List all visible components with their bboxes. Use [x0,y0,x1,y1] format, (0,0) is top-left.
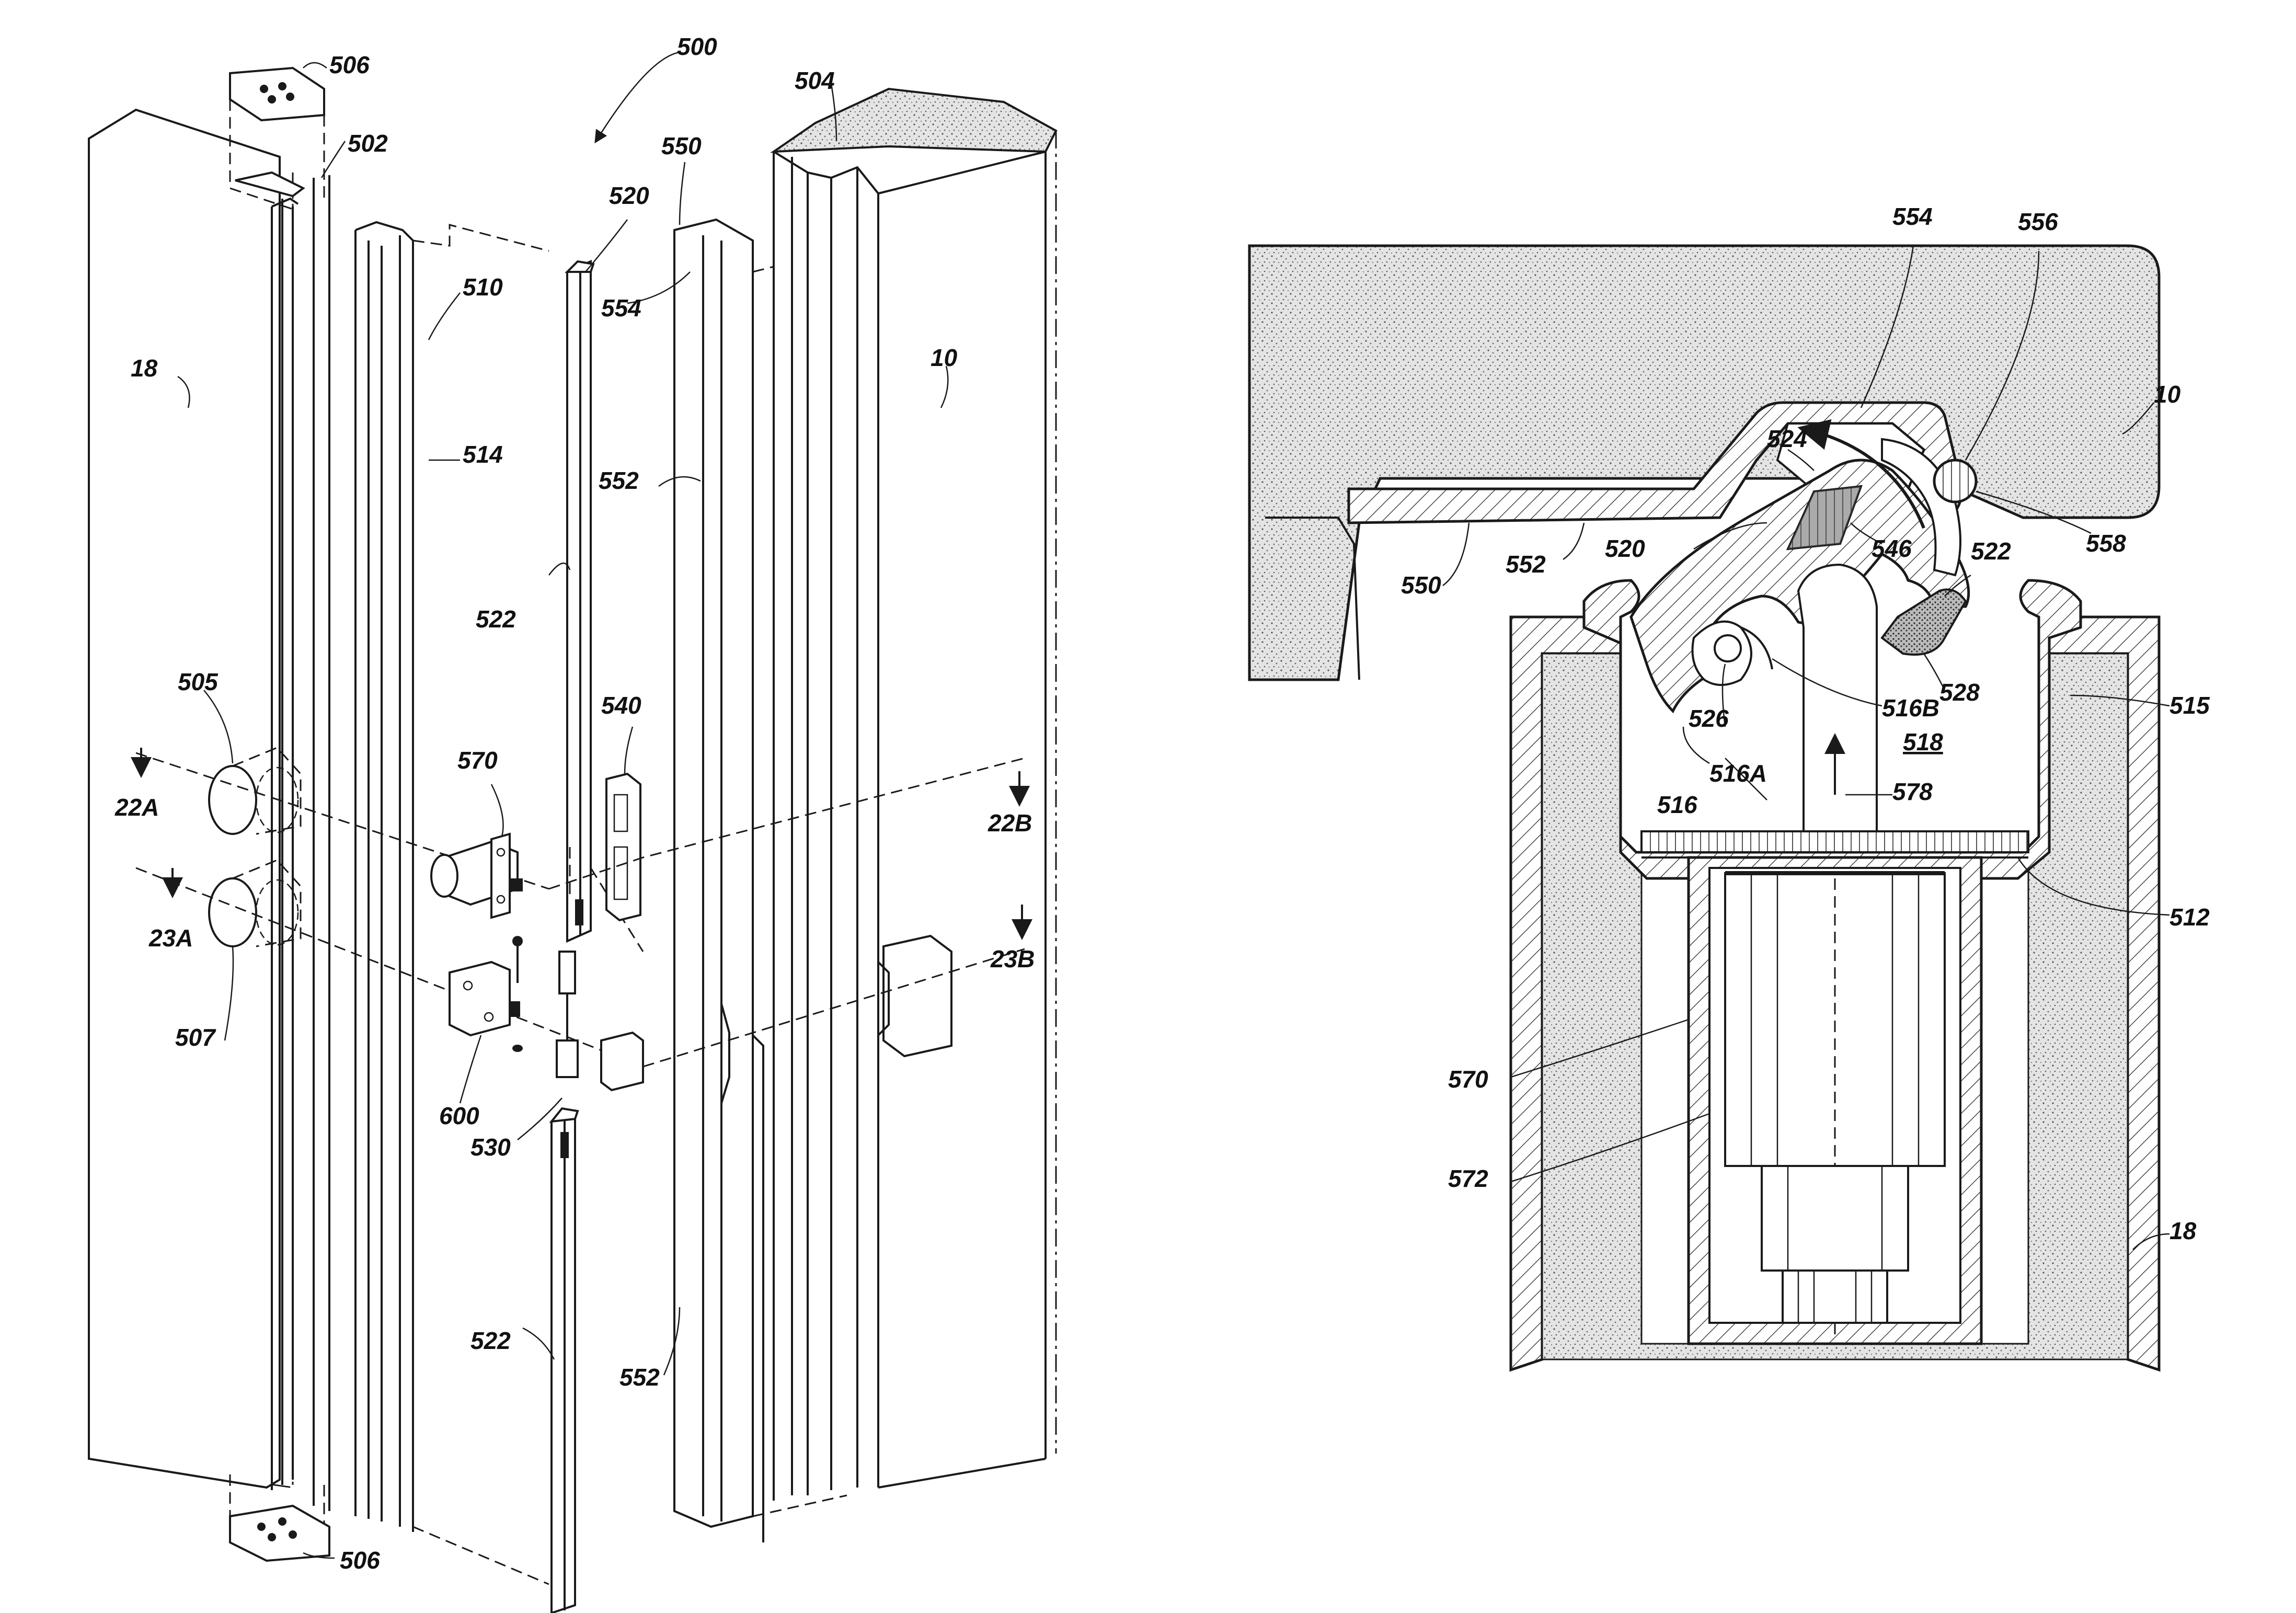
plate-540 [606,774,640,920]
plunger-578 [1798,565,1877,837]
label-r516b: 516B [1882,694,1939,722]
cross-section-view: 554 556 10 524 558 550 552 520 546 522 5… [1249,203,2210,1370]
label-r515: 515 [2169,692,2210,719]
label-505: 505 [178,668,219,695]
label-22b: 22B [988,809,1032,837]
rod-530 [557,952,643,1090]
label-23a: 23A [148,924,193,952]
label-r554: 554 [1892,203,1933,230]
label-514: 514 [463,441,503,468]
label-r526: 526 [1689,705,1729,732]
label-r572: 572 [1448,1165,1488,1192]
label-506-bottom: 506 [340,1547,380,1574]
label-r528: 528 [1939,679,1980,706]
label-520: 520 [609,182,649,209]
label-r550: 550 [1401,571,1441,599]
label-r10: 10 [2154,381,2181,408]
label-504: 504 [795,67,835,94]
label-507: 507 [175,1024,216,1051]
label-r516: 516 [1657,791,1697,818]
label-522-bottom: 522 [470,1327,511,1354]
label-570: 570 [457,747,498,774]
label-r522: 522 [1971,537,2011,565]
label-r546: 546 [1872,535,1912,562]
seal-522-bottom [552,1108,578,1613]
label-506-top: 506 [329,51,370,78]
seal-528 [1882,590,1966,655]
label-r18: 18 [2169,1217,2197,1244]
label-510: 510 [463,273,503,301]
label-r558: 558 [2086,530,2126,557]
label-10: 10 [931,344,958,371]
label-r578: 578 [1892,778,1933,805]
hinge-506-bottom [230,1506,329,1561]
label-600: 600 [439,1102,479,1129]
label-r516a: 516A [1709,760,1767,787]
hinge-506-top [230,68,324,120]
roller-556 [1934,460,1976,502]
label-r524: 524 [1767,425,1807,452]
label-540: 540 [601,692,641,719]
label-r518: 518 [1903,728,1943,756]
label-r520: 520 [1605,535,1645,562]
label-r552: 552 [1506,551,1546,578]
label-502: 502 [348,130,388,157]
label-18: 18 [131,354,158,382]
label-22a: 22A [114,794,159,821]
label-r570: 570 [1448,1066,1488,1093]
label-522-top: 522 [476,605,516,633]
label-530: 530 [470,1134,511,1161]
label-550: 550 [661,132,702,159]
label-r556: 556 [2018,208,2058,235]
label-r512: 512 [2169,903,2210,931]
bracket-600 [450,936,523,1052]
frame-504 [774,89,1056,1501]
label-554: 554 [601,294,641,322]
latch-570 [431,834,523,918]
exploded-view: 506 502 500 504 550 520 510 554 18 10 51… [89,33,1056,1613]
label-23b: 23B [990,945,1035,973]
label-500: 500 [677,33,717,60]
jamb-strip-550 [674,220,847,1542]
label-552-top: 552 [599,467,639,494]
label-552-bottom: 552 [619,1364,660,1391]
